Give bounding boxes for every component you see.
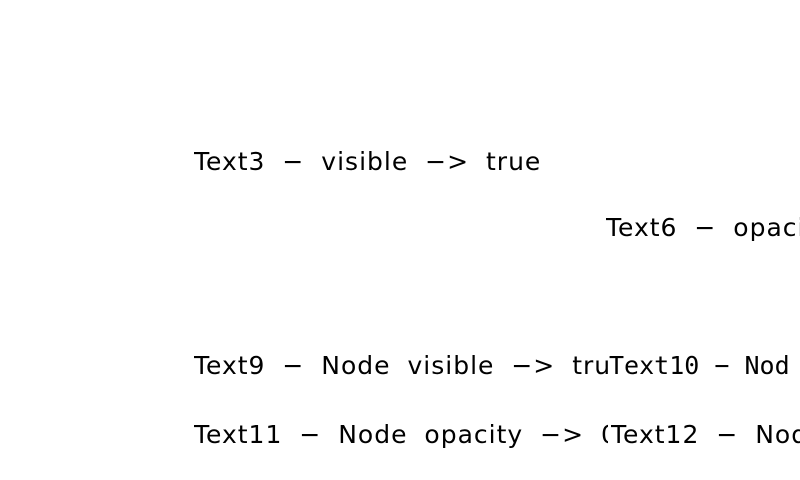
text12-label: Text12 − Nod — [611, 420, 800, 449]
text10-label: Text10 − Nod — [609, 351, 790, 380]
text6-label: Text6 − opaci — [606, 213, 800, 242]
text3-label: Text3 − visible −> true — [194, 147, 542, 176]
text9-label: Text9 − Node visible −> tru — [194, 351, 608, 380]
text11-label: Text11 − Node opacity −> 0 — [194, 420, 608, 449]
